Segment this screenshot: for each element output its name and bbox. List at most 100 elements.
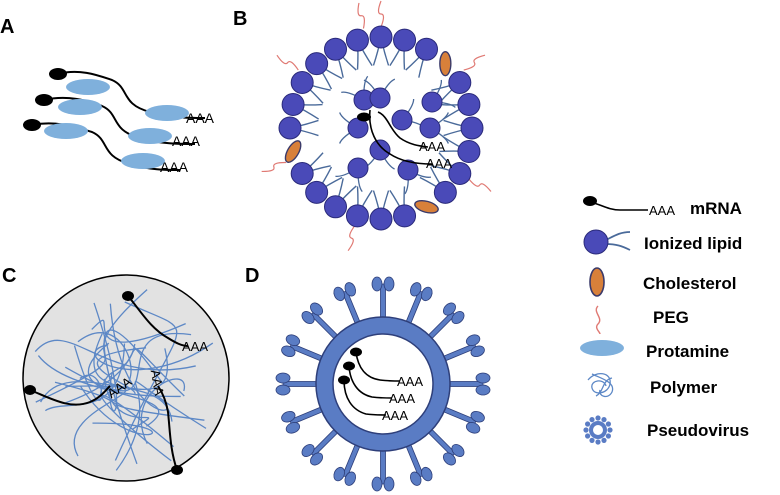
polymer-chain (94, 342, 214, 371)
ionized-lipid-head (448, 162, 472, 185)
panel-c-letter: C (2, 265, 16, 287)
mrna-tail-label: AAA (389, 391, 415, 406)
ionized-lipid-head (290, 71, 314, 94)
polymer-chain (35, 289, 148, 403)
pseudovirus-spike (275, 372, 320, 396)
ionized-lipid-icon (583, 229, 631, 255)
pseudovirus-spikes (275, 276, 491, 492)
mrna-tail-label: AAA (382, 408, 408, 423)
polymer-icon (587, 373, 614, 398)
mrna-cap-icon (49, 68, 67, 80)
polymer-chain (34, 339, 196, 371)
cholesterol-molecule (439, 50, 452, 77)
mrna-tail-label: AAA (182, 339, 208, 354)
ionized-lipid-head (305, 180, 329, 204)
mrna-cap-icon (171, 465, 183, 475)
legend-label-protamine: Protamine (646, 342, 729, 361)
panel-d: D AAA AAA AAA (245, 265, 491, 492)
cholesterol-molecule (414, 199, 439, 214)
protamine-shape (128, 128, 172, 144)
legend-label-cholesterol: Cholesterol (643, 274, 737, 293)
ionized-lipid-head (419, 117, 441, 139)
ionized-lipid-head (345, 204, 369, 228)
ionized-lipid-head (324, 37, 347, 61)
mrna-cap-icon (343, 361, 355, 371)
mrna-tail-label: AAA (426, 156, 452, 171)
legend: AAA mRNA Ionized lipid Cholesterol PEG P… (580, 196, 749, 445)
mrna-cap-icon (35, 94, 53, 106)
peg-chains (261, 0, 492, 252)
legend-label-mrna: mRNA (690, 199, 742, 218)
ionized-lipid-head (345, 28, 369, 52)
ionized-lipid-head (457, 140, 481, 164)
mrna-tail-label: AAA (160, 159, 189, 175)
protamine-shape (44, 123, 88, 139)
cholesterol-molecules (284, 50, 452, 214)
ionized-lipid-head (393, 204, 417, 228)
mrna-cap-icon (357, 112, 371, 122)
panel-d-letter: D (245, 265, 259, 287)
protamine-mrna-strand: AAA (35, 94, 201, 149)
mrna-cap-icon (122, 291, 134, 301)
panel-a: A AAA AAA AAA (0, 16, 215, 175)
polymer-chain (65, 385, 127, 457)
legend-item-protamine: Protamine (580, 340, 729, 361)
pseudovirus-spike (333, 282, 362, 327)
pseudovirus-spike (446, 372, 491, 396)
mrna-tail-label: AAA (148, 368, 167, 397)
ionized-lipid-head (369, 87, 391, 109)
polymer-chain (87, 342, 181, 398)
ionized-lipid-head (415, 37, 438, 61)
polymer-chain (109, 303, 168, 411)
polymer-chain (93, 302, 118, 412)
pseudovirus-spike (425, 426, 465, 466)
pseudovirus-spike (371, 447, 395, 492)
pseudovirus-spike (281, 334, 326, 363)
ionized-lipid-head (369, 207, 393, 231)
polymer-chain (37, 355, 160, 427)
ionized-lipid-head (290, 162, 314, 185)
mrna-tail-label: AAA (419, 139, 445, 154)
pseudovirus-spike (425, 302, 465, 342)
protamine-icon (580, 340, 624, 356)
protamine-mrna-strand: AAA (23, 119, 189, 175)
ionized-lipid-head (433, 180, 457, 204)
protamine-shape (121, 153, 165, 169)
protamine-mrna-strand: AAA (49, 68, 215, 126)
peg-chain (357, 2, 365, 29)
panel-b: B AAA AAA (233, 0, 492, 252)
mrna-cap-icon (338, 375, 350, 385)
ionized-lipid-head (324, 195, 347, 219)
polymer-chain (80, 386, 154, 436)
peg-icon (595, 305, 601, 335)
ionized-lipid-head (397, 159, 419, 181)
polymer-chain (91, 319, 186, 343)
ionized-lipid-head (391, 109, 413, 131)
legend-label-ionized-lipid: Ionized lipid (644, 234, 742, 253)
polymer-chain (96, 347, 147, 395)
panel-a-letter: A (0, 16, 14, 38)
ionized-lipid-head (421, 91, 443, 113)
pseudovirus-spike (333, 441, 362, 486)
peg-chain (463, 54, 486, 71)
mrna-tail-label: AAA (186, 110, 215, 126)
mrna-tail-label: AAA (172, 133, 201, 149)
legend-label-polymer: Polymer (650, 378, 717, 397)
ionized-lipid-head (278, 116, 302, 140)
ionized-lipid-head (460, 116, 484, 140)
legend-item-cholesterol: Cholesterol (589, 267, 737, 297)
pseudovirus-icon (583, 415, 613, 445)
panel-c: C AAA AAA AAA (2, 265, 230, 482)
mrna-cap-icon (24, 385, 36, 395)
cholesterol-icon (589, 267, 605, 297)
mrna-cap-icon (23, 119, 41, 131)
mrna-icon: AAA (583, 196, 675, 218)
pseudovirus-spike (371, 276, 395, 321)
pseudovirus-spike (301, 302, 341, 342)
encapsulated-mrna: AAA AAA (357, 109, 452, 171)
cholesterol-molecule (284, 140, 302, 164)
ionized-lipid-head (369, 139, 391, 161)
panel-b-letter: B (233, 8, 247, 30)
pseudovirus-mrna: AAA AAA AAA (338, 347, 423, 423)
